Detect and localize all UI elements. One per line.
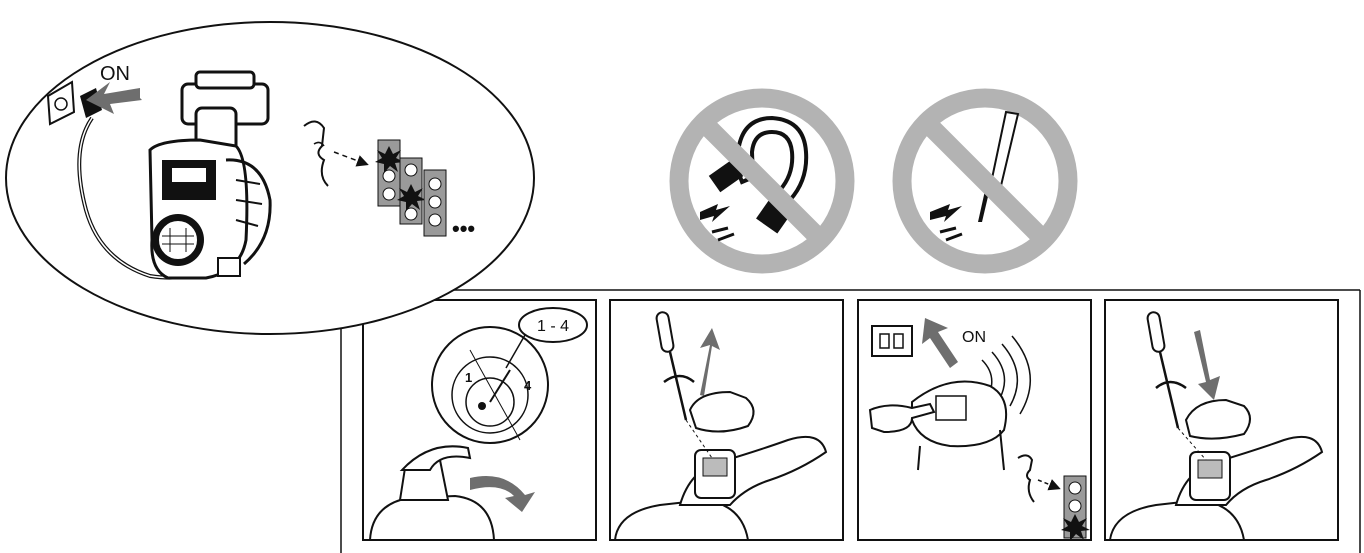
on-label: ON — [100, 63, 130, 85]
step-3-on-label: ON — [962, 329, 986, 346]
range-label: 1 - 4 — [537, 318, 569, 335]
step-4-panel — [1105, 300, 1338, 540]
no-screwdriver-icon — [902, 98, 1068, 264]
led-indicator-icon — [1061, 476, 1090, 541]
no-magnet-icon — [679, 98, 845, 264]
pump-start-oval: ON — [6, 22, 534, 334]
dial-min-label: 1 — [465, 370, 472, 385]
ellipsis-label: ••• — [452, 216, 475, 241]
dial-max-label: 4 — [524, 378, 532, 393]
step-1-panel: 1 4 1 - 4 — [363, 300, 596, 540]
step-3-panel: ON — [858, 300, 1091, 541]
step-2-panel — [610, 300, 843, 540]
